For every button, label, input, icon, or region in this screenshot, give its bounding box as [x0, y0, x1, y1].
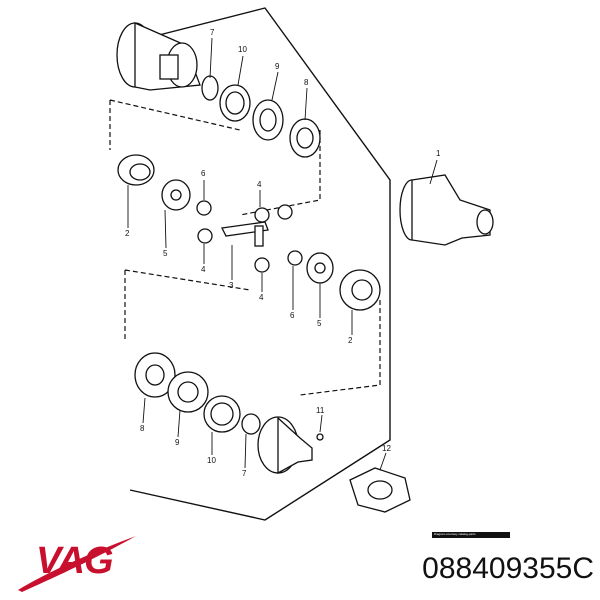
callout-7-upper: 7 — [210, 28, 215, 37]
upper-shim-stack — [201, 75, 321, 158]
vag-logo-swoosh — [18, 536, 136, 592]
callout-4-left: 4 — [201, 265, 206, 274]
callout-3: 3 — [229, 281, 234, 290]
side-gear-left — [161, 179, 191, 211]
lower-dashed-box — [124, 269, 381, 396]
cross-pin — [221, 221, 269, 247]
callout-4-bottom: 4 — [259, 293, 264, 302]
callout-2-left: 2 — [125, 229, 130, 238]
leader-lines — [127, 37, 438, 471]
callout-7-lower: 7 — [242, 469, 247, 478]
brand-name: VAG — [36, 540, 114, 582]
callout-8-lower: 8 — [140, 424, 145, 433]
callout-6-right: 6 — [290, 311, 295, 320]
callout-12: 12 — [382, 444, 391, 453]
callout-4-top: 4 — [257, 180, 262, 189]
callout-9-lower: 9 — [175, 438, 180, 447]
callout-labels: 7 10 9 8 1 2 5 6 4 4 3 4 6 5 2 8 9 10 7 … — [125, 28, 441, 478]
copyright-text: Diagram courtesy catalog-parts — [434, 532, 476, 536]
callout-8-upper: 8 — [304, 78, 309, 87]
side-gear-right — [306, 252, 334, 284]
bearing-right — [339, 269, 381, 311]
bearing-left — [117, 154, 155, 186]
differential-housing — [399, 174, 494, 246]
callout-10-lower: 10 — [207, 456, 216, 465]
callout-10-upper: 10 — [238, 45, 247, 54]
callout-6-left: 6 — [201, 169, 206, 178]
lower-flange — [257, 416, 324, 475]
copyright-bar — [432, 532, 510, 538]
callout-9-upper: 9 — [275, 62, 280, 71]
callout-11: 11 — [316, 406, 325, 415]
callout-5-left: 5 — [163, 249, 168, 258]
callout-2-right: 2 — [348, 336, 353, 345]
lower-shim-stack — [134, 352, 261, 435]
drive-flange — [349, 467, 411, 513]
part-number: 088409355C — [422, 552, 594, 585]
callout-5-right: 5 — [317, 319, 322, 328]
callout-1: 1 — [436, 149, 441, 158]
upper-housing — [116, 22, 201, 91]
pinion-gears — [196, 200, 303, 273]
assembly-frame — [119, 7, 391, 521]
